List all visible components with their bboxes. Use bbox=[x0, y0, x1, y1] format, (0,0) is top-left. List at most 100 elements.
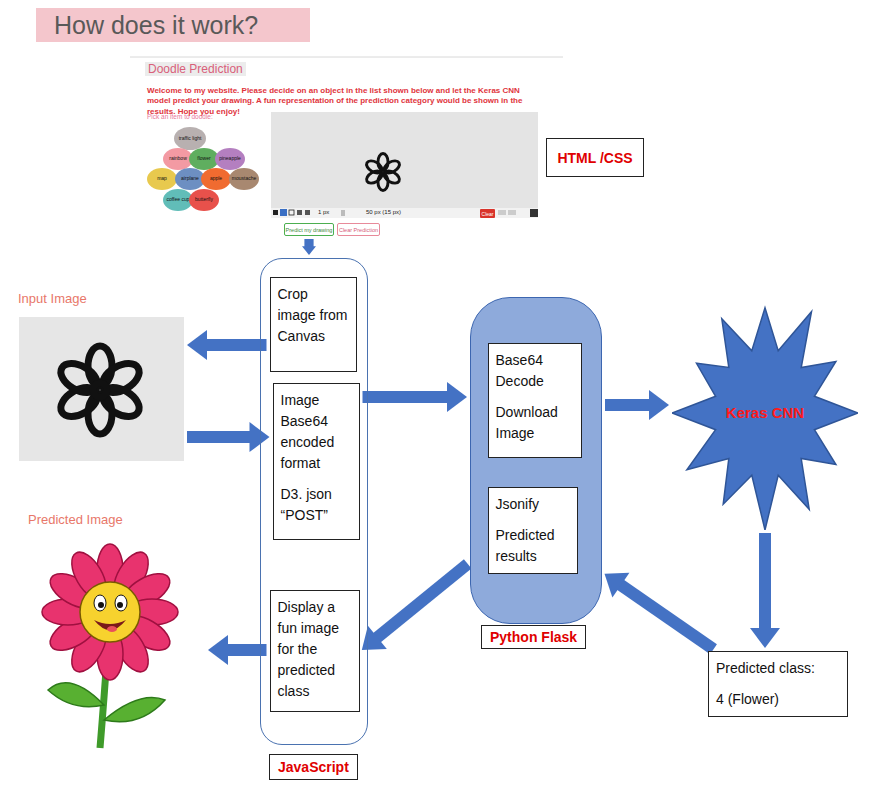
node-text: Predict my drawing bbox=[286, 227, 333, 233]
website-screenshot-part bbox=[271, 112, 538, 208]
cartoon-flower bbox=[42, 544, 178, 748]
node-heading: Input Image bbox=[18, 291, 87, 306]
node-text: airplane bbox=[181, 176, 199, 181]
intro-text: Welcome to my website. Please decide on … bbox=[147, 86, 542, 117]
website-screenshot-part bbox=[130, 57, 563, 58]
category-bubble: butterfly bbox=[189, 189, 219, 211]
toolbar-text: 1 px bbox=[318, 209, 329, 215]
node-heading: JavaScript bbox=[269, 754, 358, 780]
node-text: Keras CNN bbox=[725, 403, 805, 423]
category-bubble: apple bbox=[201, 168, 231, 190]
website-screenshot-part bbox=[508, 210, 516, 215]
website-screenshot-part bbox=[341, 210, 345, 216]
arrow-head bbox=[208, 635, 228, 665]
node-text: pineapple bbox=[219, 156, 241, 161]
process-box: Predicted class:4 (Flower) bbox=[708, 651, 848, 717]
node-text: traffic light bbox=[179, 136, 202, 141]
canvas-doodle bbox=[364, 154, 401, 191]
node-text: Predicted results bbox=[496, 525, 570, 567]
node-text: Display a fun image for the predicted cl… bbox=[278, 597, 352, 702]
category-bubble: moustache bbox=[229, 168, 259, 190]
keras-starburst: Keras CNN bbox=[672, 296, 858, 530]
arrow-shaft bbox=[376, 564, 468, 639]
input-doodle bbox=[56, 346, 144, 434]
node-text: Download Image bbox=[496, 402, 574, 444]
node-text: 4 (Flower) bbox=[716, 689, 840, 710]
pick-prompt: Pick an item to doodle: bbox=[147, 113, 213, 120]
arrow-shaft bbox=[759, 533, 771, 630]
node-text: HTML /CSS bbox=[557, 150, 632, 166]
node-text: Crop image from Canvas bbox=[278, 284, 349, 347]
node-text: Jsonify bbox=[496, 494, 570, 515]
page-heading: Doodle Prediction bbox=[145, 62, 246, 76]
cartoon-flower-part bbox=[107, 626, 117, 632]
website-screenshot-part bbox=[271, 208, 538, 218]
cartoon-flower-part bbox=[94, 595, 106, 611]
process-box: JsonifyPredicted results bbox=[488, 487, 578, 574]
category-bubble: traffic light bbox=[174, 127, 206, 150]
input-doodle-part bbox=[93, 383, 107, 397]
website-screenshot-part bbox=[280, 209, 287, 216]
arrow-head bbox=[362, 626, 387, 650]
node-heading: Python Flask bbox=[481, 625, 586, 649]
cartoon-flower-part bbox=[42, 544, 178, 680]
arrow-head bbox=[447, 382, 467, 412]
canvas-doodle-part bbox=[380, 169, 386, 175]
website-screenshot-part bbox=[289, 210, 294, 215]
arrow-head bbox=[605, 573, 630, 598]
process-box: Crop image from Canvas bbox=[270, 277, 357, 372]
tech-label-box: HTML /CSS bbox=[546, 138, 644, 177]
javascript-column: JavaScriptCrop image from CanvasImage Ba… bbox=[260, 258, 368, 745]
image-panel: Input Image bbox=[19, 317, 184, 461]
block-arrow bbox=[187, 422, 270, 452]
website-screenshot-part bbox=[498, 210, 506, 215]
arrow-head bbox=[649, 390, 669, 420]
block-arrow bbox=[750, 533, 780, 648]
arrow-shaft bbox=[304, 239, 313, 247]
website-screenshot bbox=[130, 57, 563, 218]
category-bubble: map bbox=[147, 168, 177, 190]
cartoon-flower-part bbox=[80, 582, 140, 642]
website-screenshot-part bbox=[297, 210, 302, 215]
input-image-ground bbox=[19, 317, 184, 461]
block-arrow bbox=[605, 573, 714, 650]
node-text: rainbow bbox=[169, 156, 187, 161]
node-text: flower bbox=[197, 156, 210, 161]
arrow-shaft bbox=[363, 391, 450, 403]
node-text: apple bbox=[210, 176, 222, 181]
clear-button: Clear bbox=[480, 209, 495, 218]
toolbar-text: 50 px (15 px) bbox=[366, 209, 401, 215]
web-button: Clear Prediction bbox=[337, 223, 380, 236]
website-screenshot-part bbox=[273, 210, 278, 215]
block-arrow bbox=[187, 330, 267, 360]
cartoon-flower-part bbox=[117, 602, 123, 608]
website-screenshot-part bbox=[530, 209, 538, 217]
image-panel: Predicted Image bbox=[20, 512, 205, 747]
node-text: D3. json “POST” bbox=[281, 484, 352, 526]
node-text: butterfly bbox=[195, 197, 213, 202]
process-box: Image Base64 encoded formatD3. json “POS… bbox=[273, 383, 360, 540]
block-arrow bbox=[363, 382, 468, 412]
cartoon-flower-part bbox=[104, 698, 165, 722]
node-text: Clear Prediction bbox=[339, 227, 378, 233]
block-arrow bbox=[605, 390, 669, 420]
starburst-shape bbox=[672, 308, 858, 530]
arrow-shaft bbox=[205, 339, 267, 351]
process-box: Base64 DecodeDownload Image bbox=[488, 343, 582, 458]
node-text: Base64 Decode bbox=[496, 350, 574, 392]
arrow-shaft bbox=[187, 431, 252, 443]
category-bubble: pineapple bbox=[215, 148, 245, 170]
web-button: Predict my drawing bbox=[284, 223, 334, 236]
block-arrow bbox=[362, 564, 468, 650]
arrow-shaft bbox=[619, 584, 713, 649]
node-heading: Predicted Image bbox=[28, 512, 123, 527]
block-arrow bbox=[302, 239, 316, 255]
arrow-head bbox=[750, 628, 780, 648]
title-band: How does it work? bbox=[36, 8, 310, 42]
arrow-shaft bbox=[605, 399, 651, 411]
node-text: Image Base64 encoded format bbox=[281, 390, 352, 474]
cartoon-flower-part bbox=[115, 595, 127, 611]
website-screenshot-part bbox=[305, 210, 310, 215]
node-text: coffee cup bbox=[167, 197, 190, 202]
